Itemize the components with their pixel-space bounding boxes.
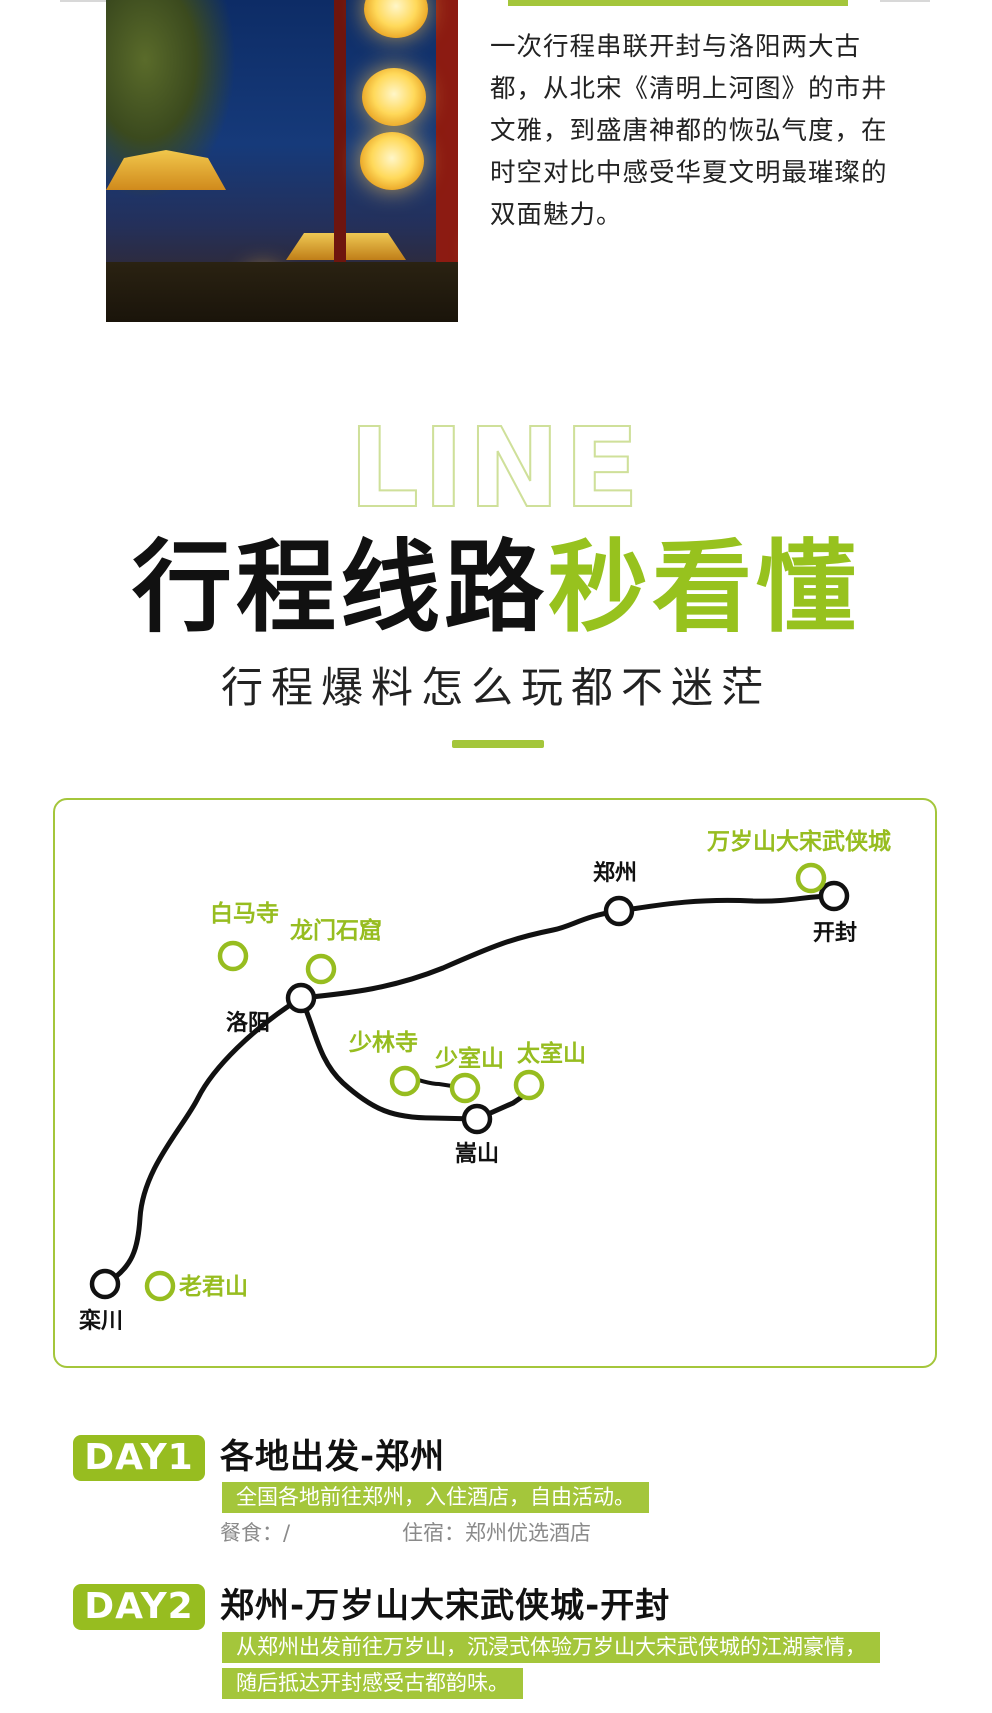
top-rule-right — [880, 0, 930, 2]
spot-label-laojun: 老君山 — [178, 1274, 248, 1300]
spot-node-baima — [217, 940, 249, 972]
top-accent-bar — [508, 0, 848, 6]
city-label-zhengzhou: 郑州 — [593, 861, 637, 886]
title-black-part: 行程线路 — [132, 529, 548, 646]
lantern-photo: 清 明 上 河 园 — [106, 0, 458, 322]
intro-paragraph: 一次行程串联开封与洛阳两大古都，从北宋《清明上河图》的市井文雅，到盛唐神都的恢弘… — [490, 32, 888, 230]
top-rule-left — [60, 0, 110, 2]
day-meal: 餐食：/ — [220, 1521, 291, 1545]
spot-node-shaoshi — [449, 1072, 481, 1104]
lantern — [364, 0, 428, 38]
photo-pole-red — [436, 0, 458, 322]
day-badge: DAY2 — [73, 1584, 205, 1630]
city-node-kaifeng — [818, 880, 850, 912]
spot-node-shaolin — [389, 1065, 421, 1097]
lantern — [360, 132, 424, 190]
city-label-songshan: 嵩山 — [455, 1142, 499, 1167]
city-label-kaifeng: 开封 — [813, 921, 857, 946]
section-title: 行程线路秒看懂 — [0, 528, 992, 648]
city-node-zhengzhou — [603, 895, 635, 927]
day-description: 从郑州出发前往万岁山，沉浸式体验万岁山大宋武侠城的江湖豪情， — [222, 1632, 880, 1663]
city-label-luoyang: 洛阳 — [226, 1010, 270, 1036]
spot-label-shaoshi: 少室山 — [434, 1045, 504, 1072]
spot-label-shaolin: 少林寺 — [348, 1029, 418, 1056]
title-divider — [452, 740, 544, 748]
spot-node-longmen — [305, 953, 337, 985]
city-label-luanchuan: 栾川 — [78, 1308, 123, 1334]
section-subtitle: 行程爆料怎么玩都不迷茫 — [220, 663, 771, 712]
route-line-songshan — [298, 995, 480, 1122]
photo-ground — [106, 262, 458, 322]
day-description: 全国各地前往郑州，入住酒店，自由活动。 — [222, 1482, 649, 1513]
spot-label-longmen: 龙门石窟 — [290, 917, 382, 944]
spot-label-baima: 白马寺 — [210, 900, 279, 927]
city-node-luoyang — [285, 982, 317, 1014]
spot-label-wansui: 万岁山大宋武侠城 — [707, 828, 891, 855]
day-description: 随后抵达开封感受古都韵味。 — [222, 1668, 523, 1699]
city-node-luanchuan — [89, 1268, 121, 1300]
day-title: 郑州-万岁山大宋武侠城-开封 — [220, 1586, 671, 1626]
spot-node-wansui — [795, 862, 827, 894]
day-stay: 住宿：郑州优选酒店 — [402, 1521, 591, 1545]
city-node-songshan — [461, 1103, 493, 1135]
route-map-frame — [53, 798, 937, 1368]
spot-node-taishi — [513, 1069, 545, 1101]
photo-pole — [334, 0, 346, 322]
spot-node-laojun — [144, 1270, 176, 1302]
day-badge: DAY1 — [73, 1435, 205, 1481]
route-line-main — [102, 893, 837, 1287]
spot-label-taishi: 太室山 — [517, 1040, 586, 1067]
photo-roof-2 — [286, 233, 406, 260]
day-title: 各地出发-郑州 — [220, 1437, 446, 1477]
lantern — [362, 68, 426, 126]
line-watermark: LINE — [348, 404, 644, 532]
route-map: 洛阳 郑州 开封 嵩山 栾川 万岁山大宋武侠城 白马寺 龙门石窟 少林寺 少室山… — [78, 828, 891, 1334]
title-green-part: 秒看懂 — [548, 529, 860, 646]
